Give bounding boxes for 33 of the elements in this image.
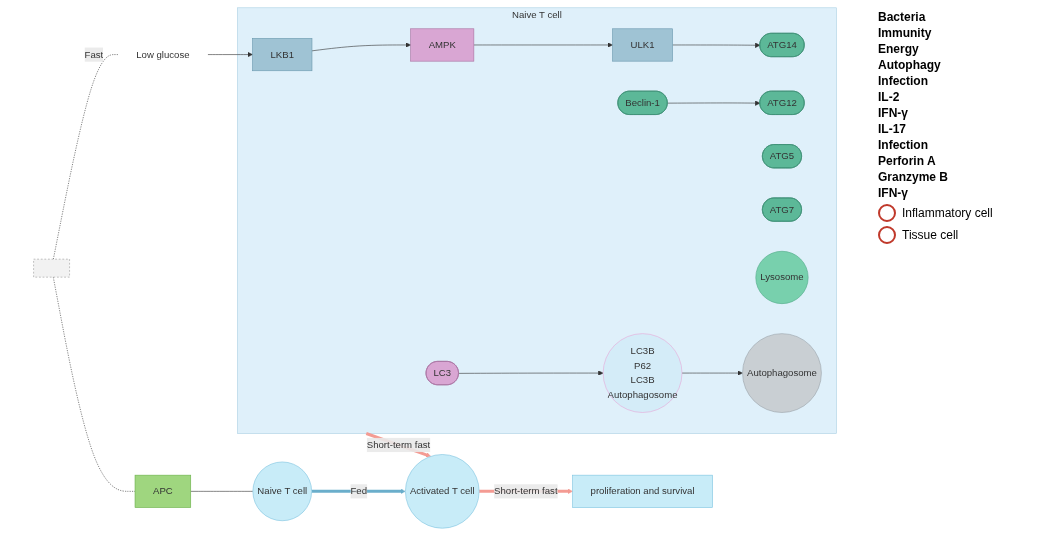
legend-label: Tissue cell <box>902 228 959 242</box>
annotation-label: Infection <box>878 138 929 152</box>
node-circle: Activated T cell <box>405 454 480 529</box>
annotation-label: IL-2 <box>878 90 901 104</box>
node-box: AMPK <box>410 28 475 62</box>
annotation-label: Perforin A <box>878 154 937 168</box>
annotation-label: IFN-γ <box>878 186 909 200</box>
annotation-label: Infection <box>878 74 929 88</box>
annotation-label: Immunity <box>878 26 933 40</box>
edge-label: Fed <box>350 485 367 497</box>
annotation-label: Autophagy <box>878 58 942 72</box>
node-text: Low glucose <box>136 49 190 60</box>
node-box: APC <box>134 474 192 508</box>
node-circle: LC3B P62 LC3B Autophagosome <box>602 333 683 413</box>
arrow <box>311 488 406 494</box>
node-box: LKB1 <box>252 38 313 72</box>
node-circle: Naive T cell <box>252 461 312 522</box>
annotation-label: Granzyme B <box>878 170 950 184</box>
node-box: proliferation and survival <box>572 474 713 508</box>
node-circle: Autophagosome <box>742 333 822 413</box>
connector <box>53 276 136 492</box>
annotation-label: IFN-γ <box>878 106 909 120</box>
node-box <box>33 258 70 278</box>
edge-label: Short-term fast <box>494 485 558 497</box>
annotation-label: Energy <box>878 42 920 56</box>
annotation-label: Bacteria <box>878 10 927 24</box>
edge-label: Short-term fast <box>366 439 431 450</box>
connector <box>53 54 119 260</box>
edge-label: Fast <box>84 49 104 60</box>
node-box: ULK1 <box>612 28 673 62</box>
node-circle: Lysosome <box>755 251 809 304</box>
annotation-label: IL-17 <box>878 122 907 136</box>
legend-label: Inflammatory cell <box>902 206 993 220</box>
